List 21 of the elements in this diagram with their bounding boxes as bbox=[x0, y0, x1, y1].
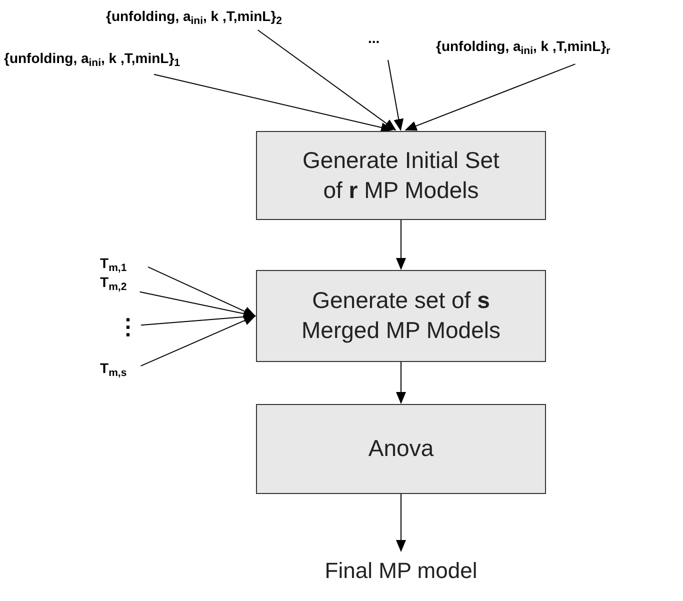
arrow bbox=[154, 74, 394, 132]
parameter-set-label: {unfolding, a$_{ini}$, k ,T,minL}$_{1}$ bbox=[4, 48, 204, 72]
process-box: Generate set of s Merged MP Models bbox=[256, 270, 546, 362]
ellipsis-label: ⋮ bbox=[118, 308, 138, 346]
arrow bbox=[396, 220, 406, 270]
arrow bbox=[140, 312, 256, 326]
arrow bbox=[140, 316, 256, 366]
arrow bbox=[139, 291, 256, 319]
parameter-set-label: ... bbox=[368, 28, 408, 48]
input-label: T$_{m,s}$ bbox=[100, 358, 148, 382]
process-box: Anova bbox=[256, 404, 546, 494]
process-box: Generate Initial Set of r MP Models bbox=[256, 131, 546, 220]
arrow bbox=[148, 266, 256, 316]
arrow bbox=[396, 362, 406, 404]
arrow bbox=[396, 494, 406, 552]
parameter-set-label: {unfolding, a$_{ini}$, k ,T,minL}$_{r}$ bbox=[436, 36, 676, 62]
arrow bbox=[257, 30, 396, 131]
arrow bbox=[404, 64, 576, 131]
output-label: Final MP model bbox=[296, 552, 506, 588]
arrow bbox=[388, 60, 404, 131]
parameter-set-label: {unfolding, a$_{ini}$, k ,T,minL}$_{2}$ bbox=[106, 6, 326, 30]
